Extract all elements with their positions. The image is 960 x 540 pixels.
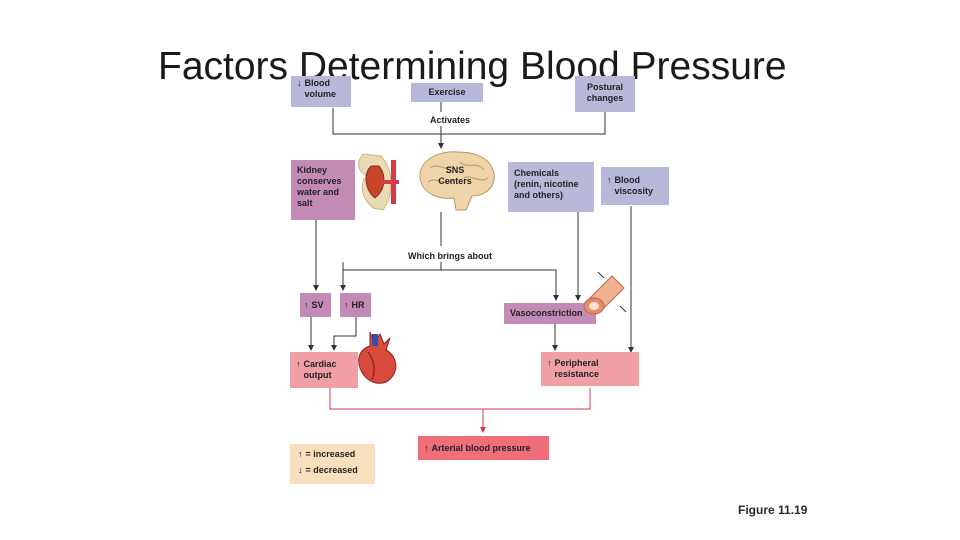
box-arterial-blood-pressure: ↑Arterial blood pressure	[418, 436, 549, 460]
box-vasoconstriction: Vasoconstriction	[504, 303, 596, 324]
legend-key: ↑= increased ↓= decreased	[290, 444, 375, 484]
increase-arrow-icon: ↑	[547, 358, 552, 368]
sns-line2: Centers	[438, 176, 472, 186]
brings-about-label: Which brings about	[408, 251, 492, 261]
box-cardiac-output: ↑ Cardiac output	[290, 352, 358, 388]
box-blood-volume: ↓ Blood volume	[291, 76, 351, 107]
box-kidney: Kidney conserves water and salt	[291, 160, 355, 220]
box-hr: ↑HR	[340, 293, 371, 317]
sv-label: SV	[311, 299, 324, 310]
viscosity-line1: Blood	[614, 175, 641, 185]
increase-arrow-icon: ↑	[304, 299, 309, 310]
line-co-bp	[329, 388, 591, 410]
kidney-line2: conserves	[297, 176, 342, 186]
line-brings-branch	[343, 269, 559, 301]
key-decreased-label: = decreased	[305, 465, 358, 475]
increase-arrow-icon: ↑	[296, 359, 301, 369]
increase-arrow-icon: ↑	[298, 449, 303, 459]
exercise-label: Exercise	[428, 87, 466, 97]
peripheral-line1: Peripheral	[554, 358, 599, 368]
line-blood-volume	[332, 108, 606, 135]
slide-title: Factors Determining Blood Pressure	[158, 45, 787, 88]
box-sv: ↑SV	[300, 293, 331, 317]
hr-label: HR	[351, 299, 365, 310]
cardiac-line1: Cardiac	[303, 359, 337, 369]
blood-volume-line2: volume	[304, 89, 337, 99]
decrease-arrow-icon: ↓	[297, 78, 302, 88]
activates-label: Activates	[430, 115, 471, 125]
increase-arrow-icon: ↑	[607, 175, 612, 185]
vasoconstriction-label: Vasoconstriction	[510, 308, 583, 318]
box-peripheral-resistance: ↑ Peripheral resistance	[541, 352, 639, 386]
artery-icon	[583, 272, 627, 315]
line-hr-co	[331, 317, 357, 351]
chemicals-line2: (renin, nicotine	[514, 179, 579, 189]
key-decreased: ↓= decreased	[298, 465, 367, 476]
peripheral-line2: resistance	[554, 369, 600, 379]
figure-caption: Figure 11.19	[738, 503, 808, 517]
viscosity-line2: viscosity	[614, 186, 654, 196]
blood-volume-line1: Blood	[304, 78, 331, 88]
decrease-arrow-icon: ↓	[298, 465, 303, 475]
increase-arrow-icon: ↑	[344, 299, 349, 310]
box-blood-viscosity: ↑ Blood viscosity	[601, 167, 669, 205]
box-exercise: Exercise	[411, 83, 483, 102]
sns-line1: SNS	[445, 165, 465, 175]
key-increased: ↑= increased	[298, 449, 367, 460]
postural-line2: changes	[586, 93, 624, 103]
box-postural-changes: Postural changes	[575, 76, 635, 112]
chemicals-line3: and others)	[514, 190, 564, 200]
increase-arrow-icon: ↑	[424, 442, 429, 453]
kidney-icon	[358, 153, 399, 211]
kidney-line4: salt	[297, 198, 313, 208]
postural-line1: Postural	[586, 82, 623, 92]
arterial-label: Arterial blood pressure	[431, 442, 531, 453]
sns-centers-label: SNS Centers	[435, 165, 475, 187]
chemicals-line1: Chemicals	[514, 168, 560, 178]
kidney-line3: water and	[297, 187, 340, 197]
key-increased-label: = increased	[305, 449, 356, 459]
brain-icon	[419, 151, 495, 211]
box-chemicals: Chemicals (renin, nicotine and others)	[508, 162, 594, 212]
cardiac-line2: output	[303, 370, 332, 380]
heart-icon	[358, 331, 397, 384]
kidney-line1: Kidney	[297, 165, 328, 175]
